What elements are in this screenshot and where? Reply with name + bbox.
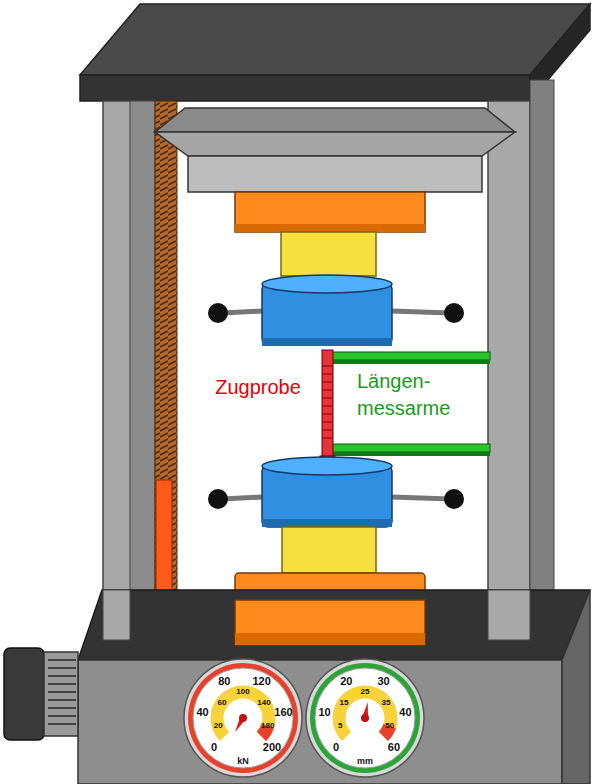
scale-number: 25 <box>361 688 370 697</box>
extensometer-label: Längen- messarme <box>357 368 450 422</box>
scale-number: 30 <box>377 675 389 687</box>
crosshead-chamfer <box>155 132 515 156</box>
left-column-foot <box>103 590 130 640</box>
handle-ball <box>444 303 464 323</box>
scale-number: 20 <box>214 722 223 731</box>
unit-label: kN <box>237 757 249 767</box>
left-column-side <box>130 101 155 641</box>
right-column <box>488 101 530 641</box>
measuring-arm <box>325 352 490 360</box>
scale-number: 140 <box>257 698 270 707</box>
base-top <box>78 590 590 660</box>
lower-adapter <box>282 527 376 573</box>
scale-number: 100 <box>236 688 249 697</box>
gauge-rim <box>184 659 302 777</box>
measuring-arm-shade <box>325 360 490 364</box>
scale-number: 180 <box>261 722 274 731</box>
motor <box>4 648 44 740</box>
scale-number: 5 <box>338 722 342 731</box>
gauge-rim <box>306 659 424 777</box>
measuring-arm <box>330 444 490 452</box>
scale-number: 40 <box>399 706 411 718</box>
specimen-ticks <box>322 366 333 438</box>
scale-number: 15 <box>340 698 349 707</box>
handle-ball <box>208 303 228 323</box>
motor-fins <box>48 660 76 724</box>
measuring-arm-shade <box>330 452 490 456</box>
lower-ram-front <box>235 600 425 645</box>
grip-handle <box>392 311 450 313</box>
crosshead-top <box>155 108 515 132</box>
left-column <box>103 101 155 641</box>
scale-number: 35 <box>382 698 391 707</box>
right-column-side <box>530 80 554 640</box>
upper-ram <box>235 192 425 232</box>
needle-hub <box>361 714 369 722</box>
grip-handle <box>392 497 450 499</box>
lower-ram-shade <box>235 633 425 645</box>
gauge-ring <box>310 663 420 773</box>
scale-number: 0 <box>333 741 339 753</box>
motor-body <box>44 652 78 736</box>
right-column-foot <box>488 590 530 640</box>
upper-ram-shade <box>235 224 425 232</box>
upper-grip-top <box>262 275 392 293</box>
lower-grip-top <box>262 457 392 475</box>
scale-number: 160 <box>274 706 292 718</box>
scale-number: 50 <box>385 722 394 731</box>
needle-hub <box>239 714 247 722</box>
scale-number: 80 <box>218 675 230 687</box>
base-side <box>562 590 590 784</box>
upper-adapter <box>281 232 376 276</box>
scale-number: 60 <box>218 698 227 707</box>
lower-ram-shade <box>235 633 425 645</box>
lower-ram <box>235 573 425 645</box>
scale-number: 0 <box>211 741 217 753</box>
handle-ball <box>208 489 228 509</box>
scale-number: 200 <box>263 741 281 753</box>
grip-handle <box>222 311 262 313</box>
specimen-label: Zugprobe <box>215 376 301 398</box>
lead-screw <box>155 101 177 631</box>
gauge-scale <box>339 692 391 736</box>
gauge-ring <box>188 663 298 773</box>
scale-number: 40 <box>196 706 208 718</box>
top-plate-front <box>80 75 530 101</box>
grip-handle <box>222 497 262 499</box>
upper-grip-shade <box>262 338 392 346</box>
top-plate <box>80 4 590 75</box>
gauge-face <box>315 668 415 768</box>
handle-ball <box>444 489 464 509</box>
base-front <box>78 660 562 784</box>
scale-number: 10 <box>318 706 330 718</box>
scale-number: 60 <box>388 741 400 753</box>
scale-number: 120 <box>252 675 270 687</box>
unit-label: mm <box>357 757 373 767</box>
tensile-specimen <box>322 350 333 460</box>
gauge-face <box>193 668 293 768</box>
crosshead-front <box>188 156 482 192</box>
lower-grip-shade <box>262 519 392 527</box>
scale-number: 20 <box>340 675 352 687</box>
